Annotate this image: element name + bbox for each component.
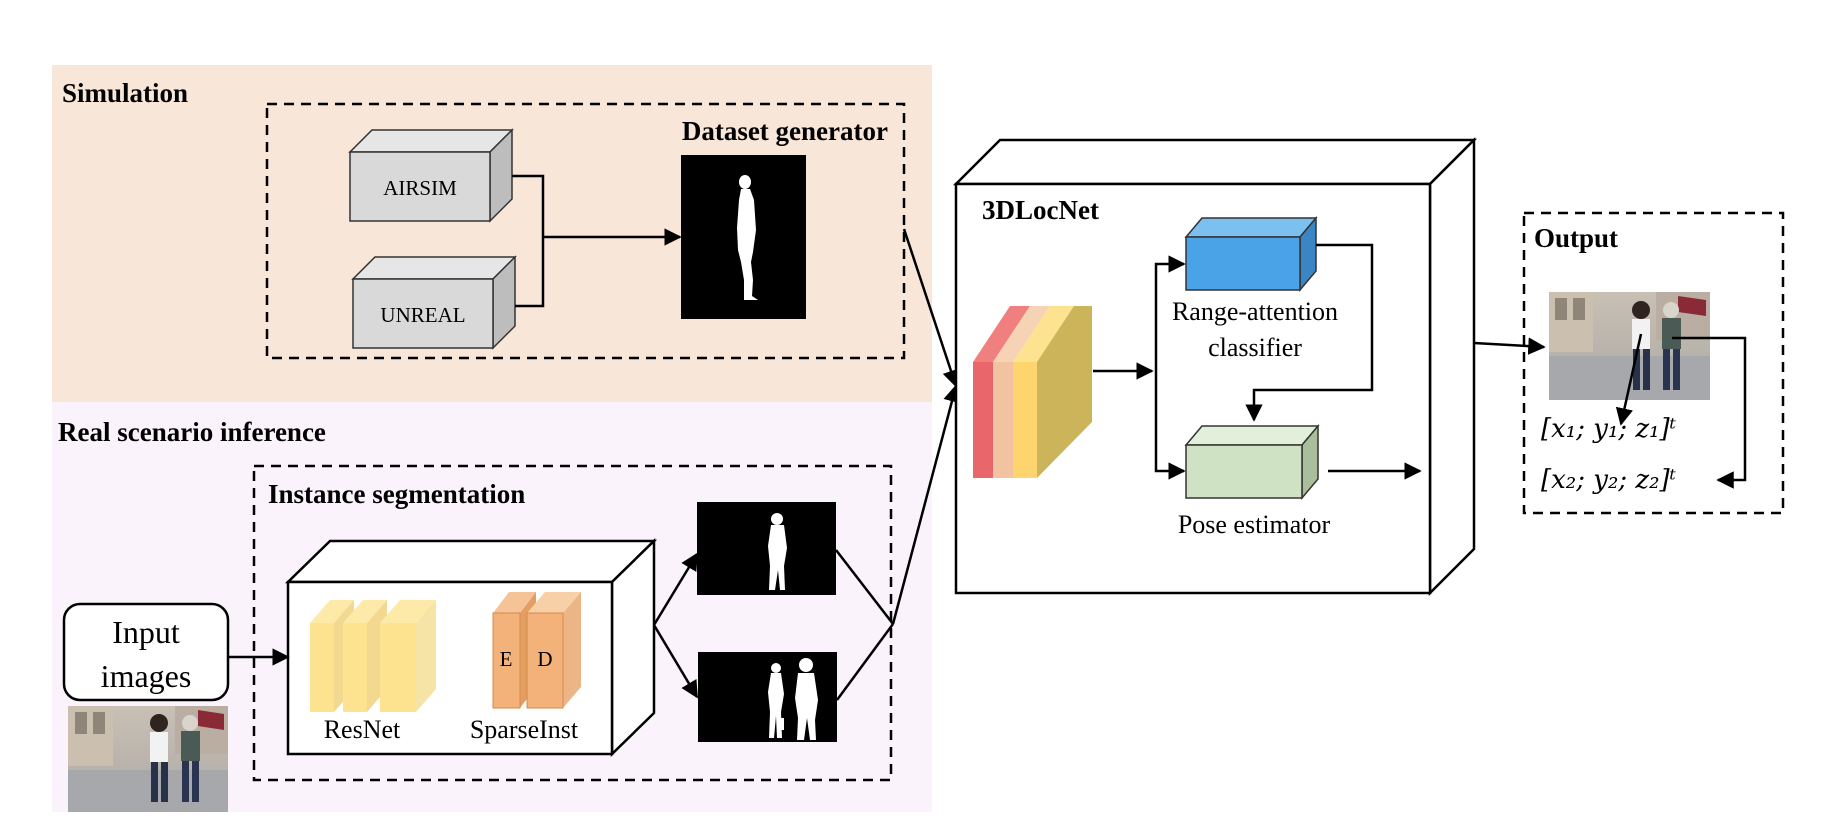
unreal-label: UNREAL xyxy=(380,303,465,327)
mask1-converge-line xyxy=(835,549,894,625)
real-scenario-label: Real scenario inference xyxy=(58,417,326,447)
output-box xyxy=(1522,211,1785,515)
person2-pointer-arrow xyxy=(1672,336,1747,489)
split-to-pose-arrow xyxy=(1154,371,1186,480)
output-coord1: [x₁; y₁; z₁]ᵗ xyxy=(1541,414,1677,444)
decoder-label: D xyxy=(537,647,552,671)
simulation-label: Simulation xyxy=(62,78,188,108)
airsim-label: AIRSIM xyxy=(383,176,457,200)
resnet-label: ResNet xyxy=(324,715,401,744)
split-to-classifier-arrow xyxy=(1154,255,1186,371)
resnet-layers xyxy=(310,600,436,712)
instance-segmentation-title: Instance segmentation xyxy=(268,479,525,509)
3dlocnet-title: 3DLocNet xyxy=(982,195,1099,225)
input-images-box xyxy=(62,602,230,702)
pose-estimator-label: Pose estimator xyxy=(1178,510,1331,539)
classifier-label-line2: classifier xyxy=(1208,333,1302,362)
dataset-generator-title: Dataset generator xyxy=(682,116,888,146)
encoder-label: E xyxy=(500,647,513,671)
input-label-line2: images xyxy=(101,658,192,694)
person1-pointer-arrow xyxy=(1615,333,1643,426)
segmentation-to-net-arrow xyxy=(891,384,961,625)
generator-to-net-arrow xyxy=(902,228,960,388)
mask-image-single xyxy=(697,502,836,595)
mask-image-double xyxy=(698,652,837,742)
input-photo xyxy=(68,706,228,812)
pose-estimator-box xyxy=(1184,423,1320,501)
net-to-output-arrow xyxy=(1473,337,1546,355)
dataset-generator-box xyxy=(265,102,906,360)
range-attention-classifier-box xyxy=(1184,215,1318,293)
input-label-line1: Input xyxy=(112,614,180,650)
classifier-to-pose-arrow xyxy=(1245,243,1374,422)
sparseinst-layers: E D xyxy=(492,592,581,709)
decoder-block: D xyxy=(526,592,581,709)
airsim-box: AIRSIM xyxy=(348,128,514,223)
simulated-mask-image xyxy=(681,155,806,319)
seg-to-mask1-arrow xyxy=(652,552,699,626)
output-photo xyxy=(1549,292,1710,400)
sparseinst-label: SparseInst xyxy=(470,715,579,744)
classifier-label-line1: Range-attention xyxy=(1172,297,1338,326)
feature-layers xyxy=(973,306,1092,478)
output-coord2: [x₂; y₂; z₂]ᵗ xyxy=(1541,465,1677,495)
engines-connector xyxy=(512,174,545,308)
output-title: Output xyxy=(1534,223,1618,253)
seg-to-mask2-arrow xyxy=(652,624,699,699)
unreal-box: UNREAL xyxy=(351,255,517,350)
mask2-converge-line xyxy=(835,623,895,701)
